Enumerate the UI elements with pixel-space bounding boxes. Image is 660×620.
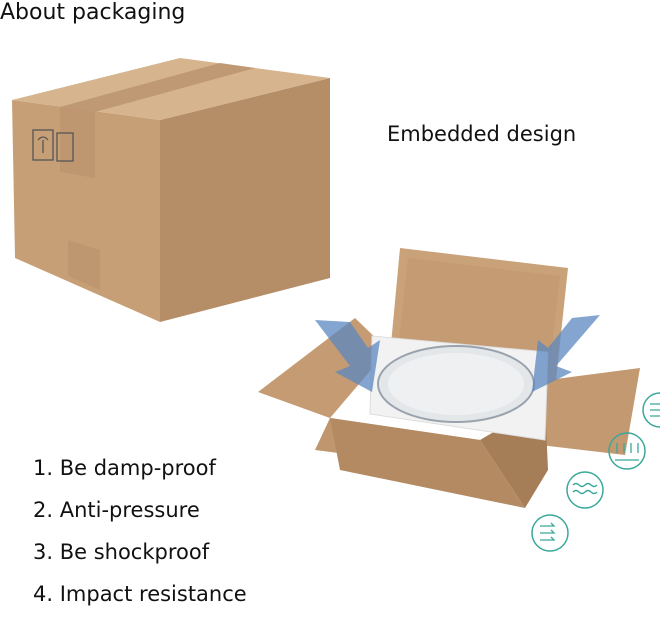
feature-list: 1. Be damp-proof 2. Anti-pressure 3. Be … — [33, 452, 247, 620]
list-item: 3. Be shockproof — [33, 540, 210, 564]
list-item: 1. Be damp-proof — [33, 456, 216, 480]
closed-box — [12, 58, 330, 322]
list-item: 4. Impact resistance — [33, 582, 247, 606]
wave-icon — [566, 471, 604, 509]
open-box — [258, 248, 640, 508]
pressure-icon — [608, 432, 646, 470]
list-item: 2. Anti-pressure — [33, 498, 200, 522]
moisture-icon — [642, 392, 660, 428]
shock-icon — [531, 514, 569, 552]
page-title: About packaging — [0, 0, 186, 25]
section-subtitle: Embedded design — [387, 122, 577, 146]
